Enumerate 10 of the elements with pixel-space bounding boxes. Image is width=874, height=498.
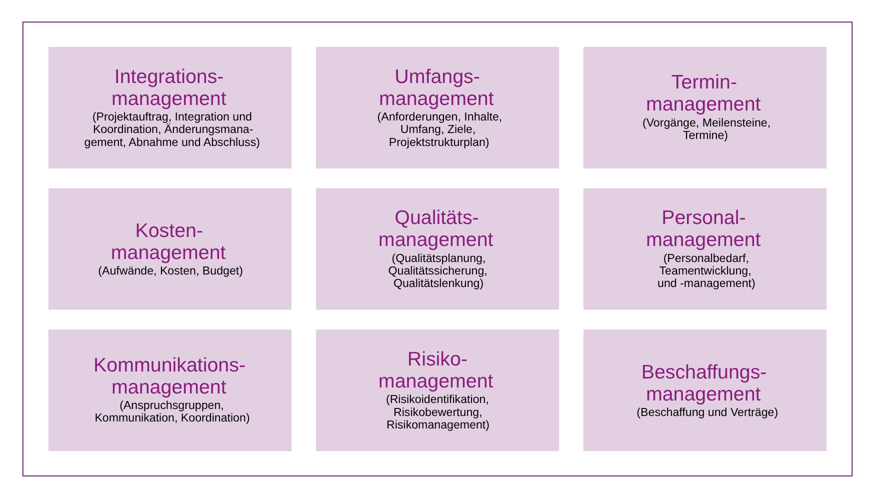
node-box: Integrations- management (Projektauftrag, Integration und Koordination, Änderungsmana- gement, Abnahme und Abschluss) [48, 46, 292, 169]
node-box: Kosten- management (Aufwände, Kosten, Budget) [48, 188, 292, 310]
node-box: Qualitäts- management (Qualitätsplanung, Qualitätssicherung, Qualitätslenkung) [315, 188, 559, 310]
node-box: Personal- management (Personalbedarf, Teamentwicklung, und -management) [582, 188, 826, 310]
node-box: Risiko- management (Risikoidentifikation, Risikobewertung, Risikomanagement) [315, 330, 559, 452]
cluster [22, 21, 852, 477]
node-box: Termin- management (Vorgänge, Meilensteine, Termine) [582, 46, 826, 169]
node-box: Kommunikations- management (Anspruchsgruppen, Kommunikation, Koordination) [48, 330, 292, 452]
node-box: Beschaffungs- management (Beschaffung und Verträge) [582, 330, 826, 452]
node-box: Umfangs- management (Anforderungen, Inhalte, Umfang, Ziele, Projektstrukturplan) [315, 46, 559, 169]
